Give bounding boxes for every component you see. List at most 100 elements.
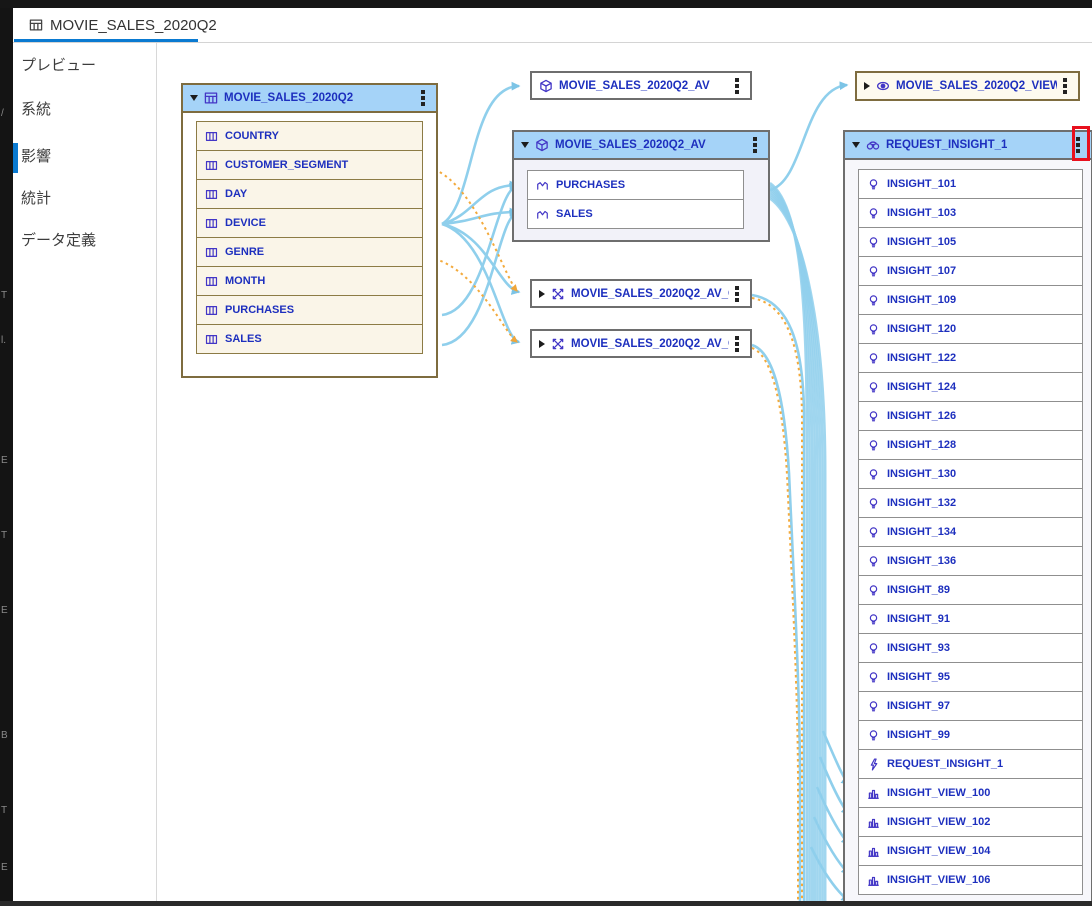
menu-dots-icon[interactable] <box>421 96 425 100</box>
node-item-month[interactable]: MONTH <box>196 266 423 296</box>
node-title: MOVIE_SALES_2020Q2_AV <box>555 139 706 151</box>
bulb-icon <box>867 497 880 510</box>
node-item-country[interactable]: COUNTRY <box>196 121 423 151</box>
node-item-device[interactable]: DEVICE <box>196 208 423 238</box>
window-bottom-edge <box>0 901 1092 906</box>
node-item-sales[interactable]: SALES <box>196 324 423 354</box>
node-item-insight_128[interactable]: INSIGHT_128 <box>858 430 1083 460</box>
menu-dots-icon[interactable] <box>735 291 739 296</box>
node-item-genre[interactable]: GENRE <box>196 237 423 267</box>
item-label: INSIGHT_97 <box>887 700 950 712</box>
background-text-fragment: E <box>1 455 8 466</box>
expand-caret-icon[interactable] <box>539 339 545 348</box>
bulb-icon <box>867 381 880 394</box>
background-text-fragment: B <box>1 730 8 741</box>
menu-dots-icon[interactable] <box>1076 143 1080 147</box>
node-item-insight_122[interactable]: INSIGHT_122 <box>858 343 1083 373</box>
menu-dots-icon[interactable] <box>735 341 739 346</box>
sidebar-item-preview[interactable]: プレビュー <box>21 56 97 74</box>
node-item-insight_107[interactable]: INSIGHT_107 <box>858 256 1083 286</box>
item-label: INSIGHT_91 <box>887 613 950 625</box>
node-item-insight_view_100[interactable]: INSIGHT_VIEW_100 <box>858 778 1083 808</box>
node-movie-sales-view[interactable]: MOVIE_SALES_2020Q2_VIEW <box>855 71 1080 101</box>
node-item-day[interactable]: DAY <box>196 179 423 209</box>
sidebar-item-lineage[interactable]: 系統 <box>21 100 52 118</box>
node-item-insight_view_106[interactable]: INSIGHT_VIEW_106 <box>858 865 1083 895</box>
bulb-icon <box>867 410 880 423</box>
menu-dots-icon[interactable] <box>1063 84 1067 88</box>
item-label: INSIGHT_122 <box>887 352 957 364</box>
node-item-insight_136[interactable]: INSIGHT_136 <box>858 546 1083 576</box>
node-item-insight_101[interactable]: INSIGHT_101 <box>858 169 1083 199</box>
active-item-indicator <box>13 143 18 173</box>
node-item-insight_126[interactable]: INSIGHT_126 <box>858 401 1083 431</box>
node-header[interactable]: MOVIE_SALES_2020Q2 <box>183 85 436 113</box>
bulb-icon <box>867 323 880 336</box>
node-header[interactable]: MOVIE_SALES_2020Q2_AV <box>514 132 768 160</box>
item-label: INSIGHT_93 <box>887 642 950 654</box>
expand-caret-icon[interactable] <box>864 82 870 90</box>
sidebar-item-impact[interactable]: 影響 <box>21 147 52 165</box>
impact-lineage-canvas: MOVIE_SALES_2020Q2 COUNTRY CUSTOMER_SEGME… <box>157 43 1092 901</box>
item-label: INSIGHT_99 <box>887 729 950 741</box>
item-label: COUNTRY <box>225 130 279 142</box>
tab-bar: MOVIE_SALES_2020Q2 <box>13 8 1092 43</box>
columns-icon <box>205 304 218 317</box>
node-item-insight_view_102[interactable]: INSIGHT_VIEW_102 <box>858 807 1083 837</box>
item-label: INSIGHT_109 <box>887 294 957 306</box>
menu-dots-icon[interactable] <box>735 83 739 88</box>
node-movie-sales-av-box[interactable]: MOVIE_SALES_2020Q2_AV <box>530 71 752 100</box>
node-item-insight_134[interactable]: INSIGHT_134 <box>858 517 1083 547</box>
node-item-purchases[interactable]: PURCHASES <box>196 295 423 325</box>
bulb-icon <box>867 555 880 568</box>
node-movie-sales-av-c[interactable]: MOVIE_SALES_2020Q2_AV_C... <box>530 279 752 308</box>
node-item-insight_91[interactable]: INSIGHT_91 <box>858 604 1083 634</box>
node-item-insight_105[interactable]: INSIGHT_105 <box>858 227 1083 257</box>
node-item-insight_view_104[interactable]: INSIGHT_VIEW_104 <box>858 836 1083 866</box>
barchart-icon <box>867 874 880 887</box>
collapse-caret-icon[interactable] <box>521 142 529 148</box>
node-item-insight_130[interactable]: INSIGHT_130 <box>858 459 1083 489</box>
node-item-insight_120[interactable]: INSIGHT_120 <box>858 314 1083 344</box>
node-item-insight_132[interactable]: INSIGHT_132 <box>858 488 1083 518</box>
background-text-fragment: / <box>1 108 4 119</box>
node-item-insight_97[interactable]: INSIGHT_97 <box>858 691 1083 721</box>
background-text-fragment: E <box>1 862 8 873</box>
collapse-caret-icon[interactable] <box>852 142 860 148</box>
columns-icon <box>205 159 218 172</box>
sidebar-item-data-definition[interactable]: データ定義 <box>21 231 97 249</box>
item-label: GENRE <box>225 246 265 258</box>
tab-movie-sales-2020q2[interactable]: MOVIE_SALES_2020Q2 <box>14 8 231 42</box>
node-item-purchases[interactable]: PURCHASES <box>527 170 744 200</box>
node-item-insight_93[interactable]: INSIGHT_93 <box>858 633 1083 663</box>
menu-dots-icon[interactable] <box>753 143 757 147</box>
node-title: REQUEST_INSIGHT_1 <box>886 139 1008 151</box>
columns-icon <box>205 217 218 230</box>
sidebar-item-statistics[interactable]: 統計 <box>21 189 52 207</box>
node-header[interactable]: REQUEST_INSIGHT_1 <box>845 132 1091 160</box>
node-item-sales[interactable]: SALES <box>527 199 744 229</box>
node-item-insight_99[interactable]: INSIGHT_99 <box>858 720 1083 750</box>
node-item-insight_124[interactable]: INSIGHT_124 <box>858 372 1083 402</box>
item-label: INSIGHT_128 <box>887 439 957 451</box>
node-item-customer_segment[interactable]: CUSTOMER_SEGMENT <box>196 150 423 180</box>
node-item-insight_103[interactable]: INSIGHT_103 <box>858 198 1083 228</box>
flash-icon <box>867 757 880 771</box>
item-label: INSIGHT_101 <box>887 178 957 190</box>
active-tab-underline <box>14 39 198 42</box>
node-item-insight_109[interactable]: INSIGHT_109 <box>858 285 1083 315</box>
bulb-icon <box>867 439 880 452</box>
collapse-caret-icon[interactable] <box>190 95 198 101</box>
item-label: INSIGHT_126 <box>887 410 957 422</box>
node-item-request_insight_1[interactable]: REQUEST_INSIGHT_1 <box>858 749 1083 779</box>
expand-caret-icon[interactable] <box>539 289 545 298</box>
node-movie-sales-av-g[interactable]: MOVIE_SALES_2020Q2_AV_G... <box>530 329 752 358</box>
node-item-insight_89[interactable]: INSIGHT_89 <box>858 575 1083 605</box>
background-text-fragment: T <box>1 290 8 301</box>
item-label: INSIGHT_VIEW_100 <box>887 787 991 799</box>
node-item-insight_95[interactable]: INSIGHT_95 <box>858 662 1083 692</box>
